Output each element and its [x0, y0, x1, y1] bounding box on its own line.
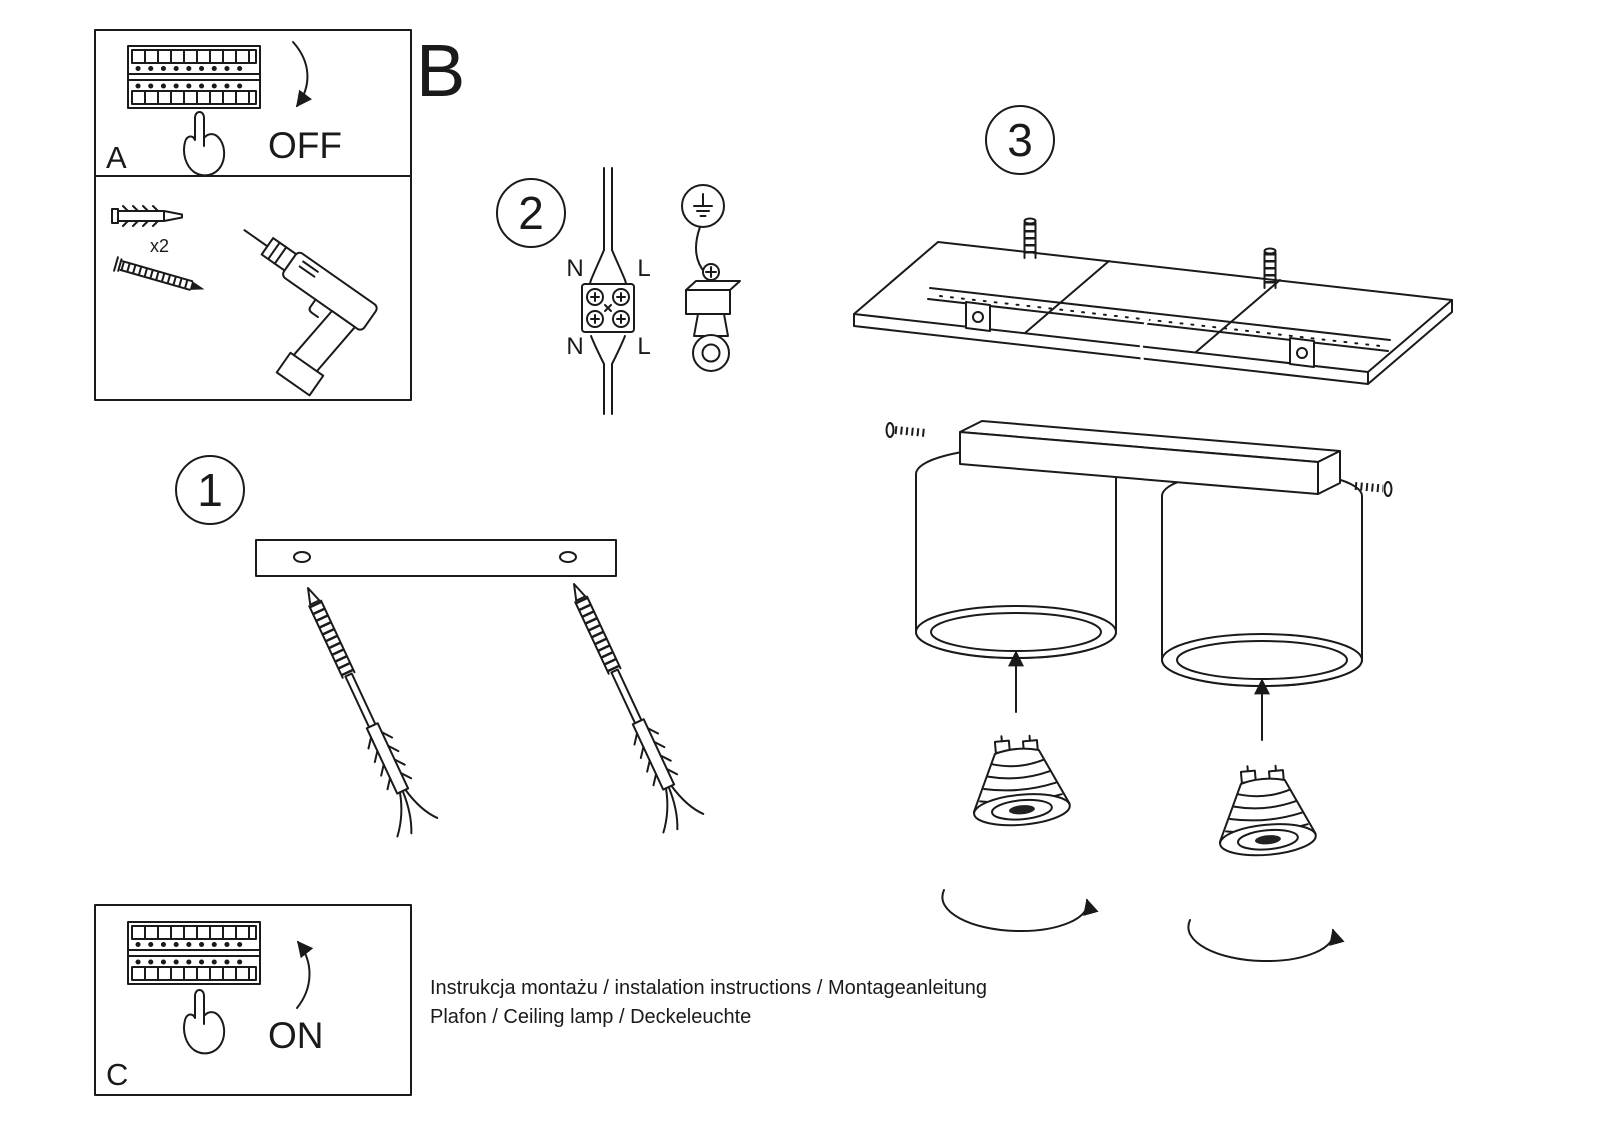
off-label: OFF	[268, 125, 342, 166]
wire-top	[603, 167, 613, 251]
side-screw-left	[885, 422, 927, 438]
step-3-number: 3	[1007, 114, 1033, 166]
section-c-panel: ON C	[94, 904, 412, 1096]
drill-icon	[243, 229, 378, 397]
on-label: ON	[268, 1015, 324, 1056]
lamp-shade-left	[915, 447, 1117, 659]
wire-n-bottom-label: N	[566, 333, 583, 360]
hanger-bracket-right	[1289, 337, 1315, 368]
anchor-screw-right	[552, 576, 704, 836]
step-1-badge	[175, 455, 245, 525]
bar-hole-left	[293, 551, 311, 563]
rotate-arrow-right	[1187, 919, 1345, 963]
ground-wire	[695, 226, 706, 274]
tools-panel: x2	[94, 175, 412, 401]
rotate-arrow-left	[941, 889, 1099, 933]
footer-line-2: Plafon / Ceiling lamp / Deckeleuchte	[430, 1006, 751, 1028]
section-c-label: C	[106, 1057, 128, 1092]
wire-l-bottom-label: L	[637, 333, 650, 360]
step-2-wiring: 2 N L N L	[496, 167, 741, 415]
step-1-number: 1	[197, 464, 223, 516]
fixture-base	[959, 420, 1341, 495]
side-screw-right	[1354, 481, 1393, 497]
section-b-label: B	[416, 29, 465, 112]
mounting-bar	[255, 539, 617, 577]
ground-symbol-icon	[681, 184, 725, 228]
gu10-bulb-right	[1218, 764, 1317, 857]
section-a-panel: OFF A	[94, 29, 412, 177]
tools-border	[94, 175, 412, 401]
switch-on-arrow-icon	[296, 940, 314, 1009]
terminal-block	[581, 283, 635, 333]
hanger-bracket-left	[965, 301, 991, 332]
step-3-badge	[985, 105, 1055, 175]
lamp-shade-right	[1161, 469, 1363, 687]
ceiling-plate	[853, 241, 1453, 385]
step-2-number: 2	[518, 187, 544, 239]
wire-bottom-fork	[590, 335, 626, 365]
wire-n-top-label: N	[566, 255, 583, 282]
wire-l-top-label: L	[637, 255, 650, 282]
wire-bottom	[603, 363, 613, 415]
step-1-mounting: 1	[175, 455, 705, 840]
plug-count-label: x2	[150, 236, 169, 256]
breaker-panel-icon	[128, 46, 260, 108]
footer-line-1: Instrukcja montażu / instalation instruc…	[430, 977, 987, 999]
mounting-stud-left	[1023, 217, 1037, 259]
step-3-assembly: 3	[853, 105, 1453, 963]
power-cable	[1136, 316, 1150, 440]
breaker-panel-icon	[128, 922, 260, 984]
ground-terminal	[685, 263, 741, 372]
switch-off-arrow-icon	[292, 41, 313, 108]
bar-hole-right	[559, 551, 577, 563]
gu10-bulb-left	[972, 734, 1071, 827]
mounting-stud-right	[1263, 247, 1277, 289]
section-a-label: A	[106, 140, 127, 175]
anchor-screw-left	[286, 580, 438, 840]
step-2-badge	[496, 178, 566, 248]
wire-top-fork	[590, 249, 626, 281]
